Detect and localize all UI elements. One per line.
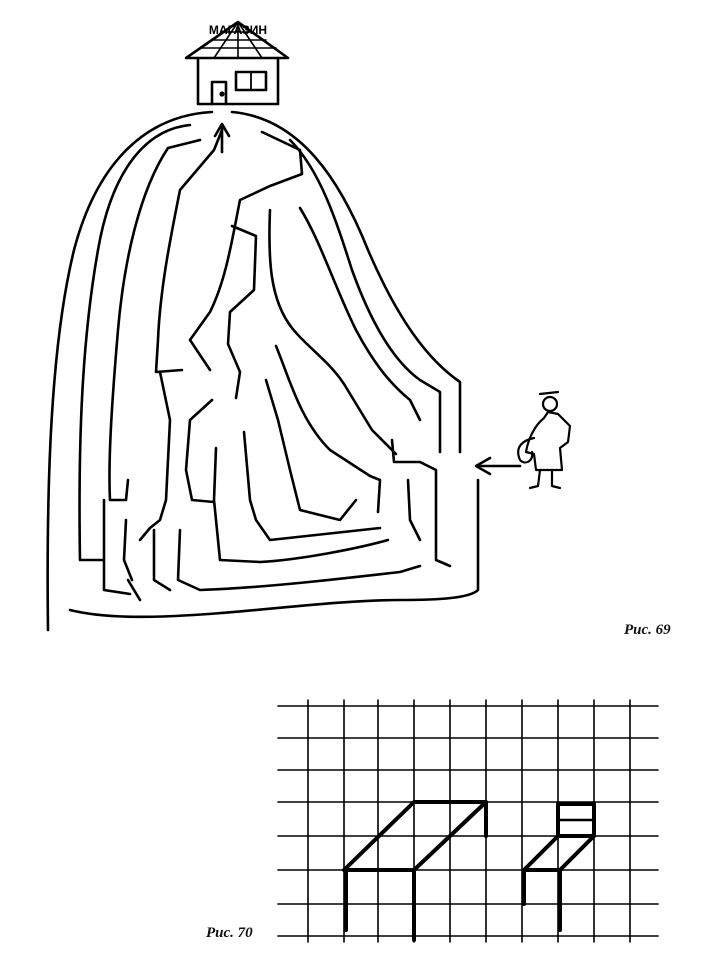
table-drawing bbox=[342, 800, 488, 942]
girl-with-basket-icon bbox=[517, 390, 572, 490]
figure-69-caption: Рис. 69 bbox=[624, 622, 671, 638]
maze bbox=[46, 110, 480, 632]
house-icon: МАГАЗИН bbox=[184, 20, 290, 106]
chair-drawing bbox=[522, 802, 596, 932]
arrow-left-icon bbox=[474, 456, 522, 476]
arrow-up-icon bbox=[213, 122, 231, 154]
figure-70-caption: Рис. 70 bbox=[206, 925, 253, 941]
house-sign: МАГАЗИН bbox=[209, 23, 267, 37]
